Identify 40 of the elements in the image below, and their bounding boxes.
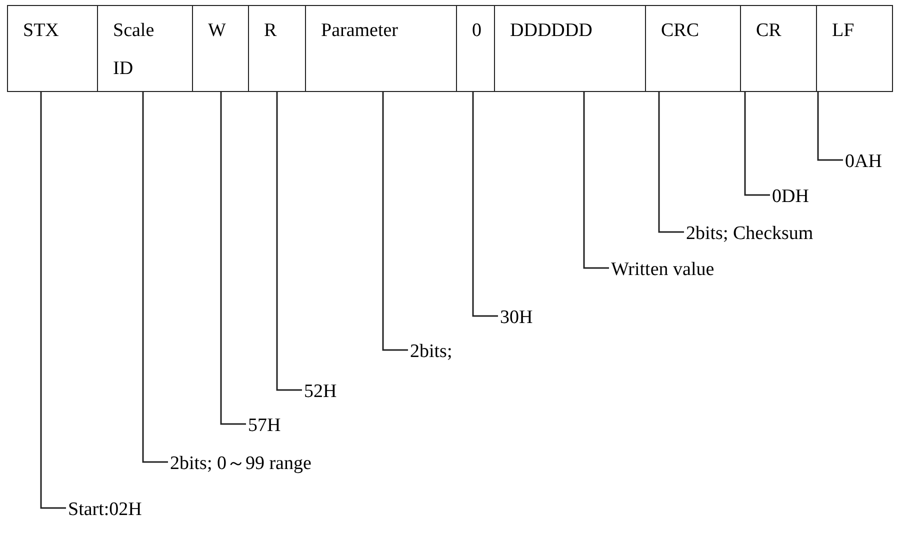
field-description: 0AH (845, 151, 882, 173)
leader-line (744, 92, 770, 196)
table-cell (494, 5, 646, 92)
leader-line (583, 92, 609, 269)
field-description: 57H (248, 415, 281, 437)
field-description: 30H (500, 307, 533, 329)
table-cell (97, 5, 194, 92)
field-description: 52H (304, 381, 337, 403)
table-cell (645, 5, 742, 92)
field-description: 2bits; 0～99 range (170, 453, 312, 475)
field-name: Parameter (321, 19, 400, 43)
leader-line (817, 92, 843, 161)
table-cell (456, 5, 496, 92)
table-cell (192, 5, 250, 92)
table-cell (248, 5, 306, 92)
table-cell (740, 5, 818, 92)
field-description: 2bits; (410, 341, 452, 363)
table-cell (816, 5, 892, 92)
table-cell (305, 5, 458, 92)
leader-line (276, 92, 302, 391)
field-name: DDDDDD (510, 19, 594, 43)
field-description: 0DH (772, 186, 809, 208)
field-description: 2bits; Checksum (686, 223, 814, 245)
leader-line (658, 92, 684, 233)
leader-line (220, 92, 246, 425)
field-name: LF (832, 19, 856, 43)
field-description: Start:02H (68, 499, 142, 521)
field-name: 0 (472, 19, 478, 43)
field-name: Scale ID (113, 19, 156, 81)
leader-line (142, 92, 168, 463)
table-cell (7, 5, 98, 92)
leader-line (382, 92, 408, 351)
field-name: CRC (661, 19, 700, 43)
field-name: W (208, 19, 227, 43)
leader-line (40, 92, 66, 509)
field-name: STX (23, 19, 60, 43)
field-name: CR (756, 19, 782, 43)
field-name: R (264, 19, 278, 43)
leader-line (472, 92, 498, 317)
field-description: Written value (611, 259, 714, 281)
